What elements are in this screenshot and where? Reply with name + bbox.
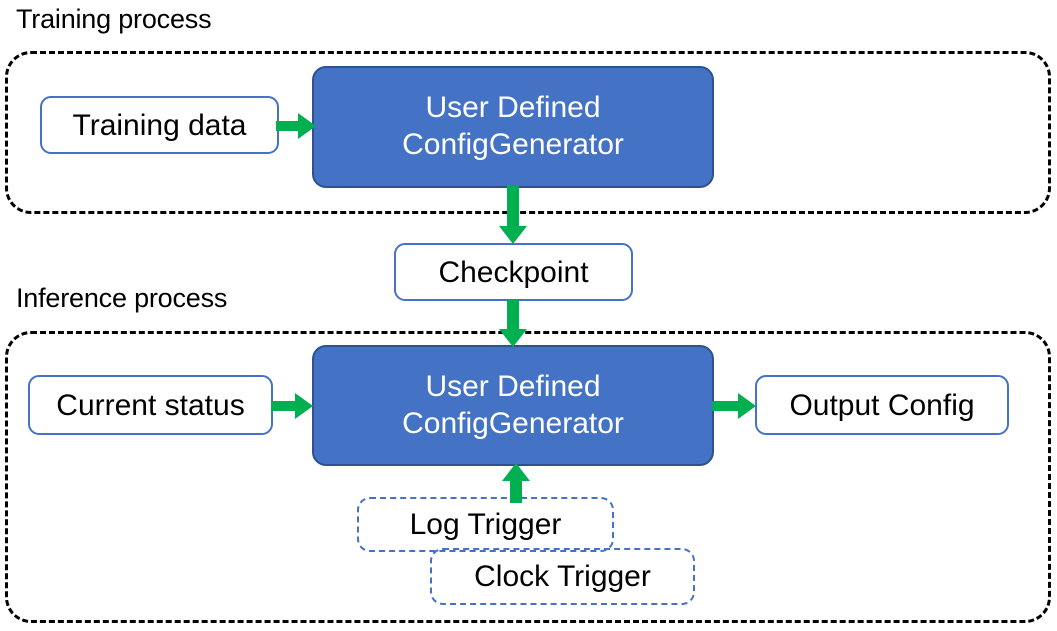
arrow-current-status-to-generator bbox=[271, 390, 315, 422]
training-process-label: Training process bbox=[16, 4, 212, 34]
generator-title-line2: ConfigGenerator bbox=[402, 128, 624, 161]
training-process-container bbox=[5, 51, 1051, 214]
inference-process-label: Inference process bbox=[16, 283, 228, 313]
inference-config-generator-box[interactable]: User Defined ConfigGenerator bbox=[312, 345, 714, 466]
arrow-generator-to-output-config bbox=[712, 390, 758, 422]
generator-title-line1: User Defined bbox=[425, 91, 601, 125]
inference-process-container bbox=[5, 331, 1051, 623]
log-trigger-box[interactable]: Log Trigger bbox=[357, 497, 614, 552]
arrow-checkpoint-to-inference-generator bbox=[497, 299, 529, 349]
generator-title-line2: ConfigGenerator bbox=[402, 406, 624, 440]
output-config-box[interactable]: Output Config bbox=[755, 375, 1009, 435]
current-status-box[interactable]: Current status bbox=[28, 375, 273, 435]
arrow-training-data-to-generator bbox=[276, 110, 318, 142]
training-config-generator-box[interactable]: User Defined ConfigGenerator bbox=[312, 66, 714, 188]
checkpoint-box[interactable]: Checkpoint bbox=[394, 243, 633, 301]
arrow-log-trigger-to-generator bbox=[500, 463, 532, 503]
generator-title-line1: User Defined bbox=[425, 369, 601, 403]
clock-trigger-box[interactable]: Clock Trigger bbox=[430, 548, 695, 605]
training-data-box[interactable]: Training data bbox=[40, 96, 279, 154]
arrow-generator-to-checkpoint bbox=[497, 186, 529, 246]
